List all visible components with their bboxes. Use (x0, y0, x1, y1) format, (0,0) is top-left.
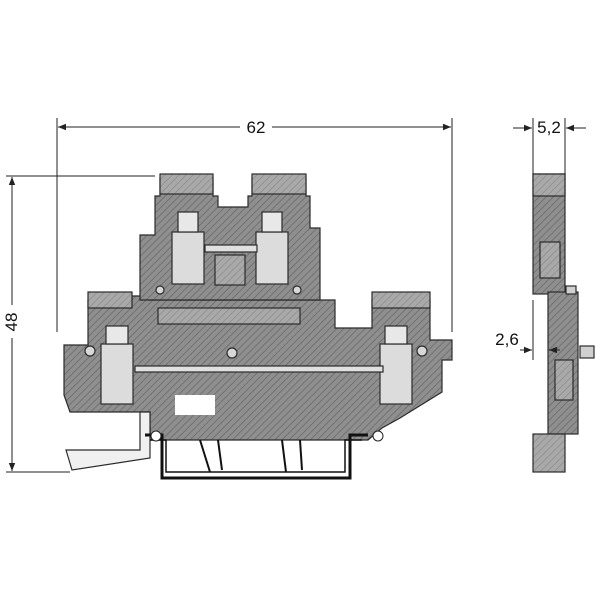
width-label: 62 (247, 118, 266, 137)
lower-right-clamp (379, 343, 413, 405)
upper-left-pin (155, 285, 165, 295)
lower-left-screw (105, 325, 129, 345)
din-rail (145, 433, 368, 480)
thickness-dimension (513, 118, 586, 174)
lower-left-screw-cap (87, 291, 133, 309)
side-knob (579, 345, 595, 359)
lower-right-screw (384, 325, 408, 345)
side-foot (532, 433, 566, 473)
light-cutout (175, 395, 215, 415)
din-rail-inner (150, 439, 362, 473)
left-foot-latch (65, 411, 151, 471)
top-right-screw (261, 211, 283, 233)
top-left-screw (177, 211, 199, 233)
width-dimension (56, 118, 453, 332)
din-rail-left-hook (199, 439, 223, 473)
height-label: 48 (2, 313, 21, 332)
side-upper-window (539, 241, 561, 279)
terminal-block-front-view (63, 173, 453, 471)
rail-screw-right (372, 430, 384, 442)
thickness-label: 5,2 (537, 118, 561, 137)
upper-right-pin (292, 285, 302, 295)
top-left-screw-cap (159, 173, 214, 195)
terminal-block-side-view (532, 173, 595, 473)
upper-bridge-slot (214, 254, 246, 286)
top-left-clamp (171, 231, 205, 285)
offset-dimension (520, 300, 560, 360)
din-rail-right-hook (281, 439, 303, 473)
side-upper-cap (532, 173, 566, 197)
middle-plate (157, 307, 301, 325)
right-pin (416, 345, 428, 357)
upper-bridge-bar (204, 244, 258, 253)
left-pin (84, 345, 96, 357)
offset-label: 2,6 (495, 330, 519, 349)
center-pin (226, 347, 238, 359)
top-right-clamp (255, 231, 289, 285)
lower-left-clamp (100, 343, 134, 405)
side-lower-window (554, 359, 574, 401)
height-dimension (6, 175, 155, 473)
lower-bridge-bar (134, 365, 384, 373)
side-upper-screw (565, 285, 577, 295)
lower-right-screw-cap (371, 291, 431, 309)
rail-screw-left (150, 430, 162, 442)
top-right-screw-cap (251, 173, 307, 195)
